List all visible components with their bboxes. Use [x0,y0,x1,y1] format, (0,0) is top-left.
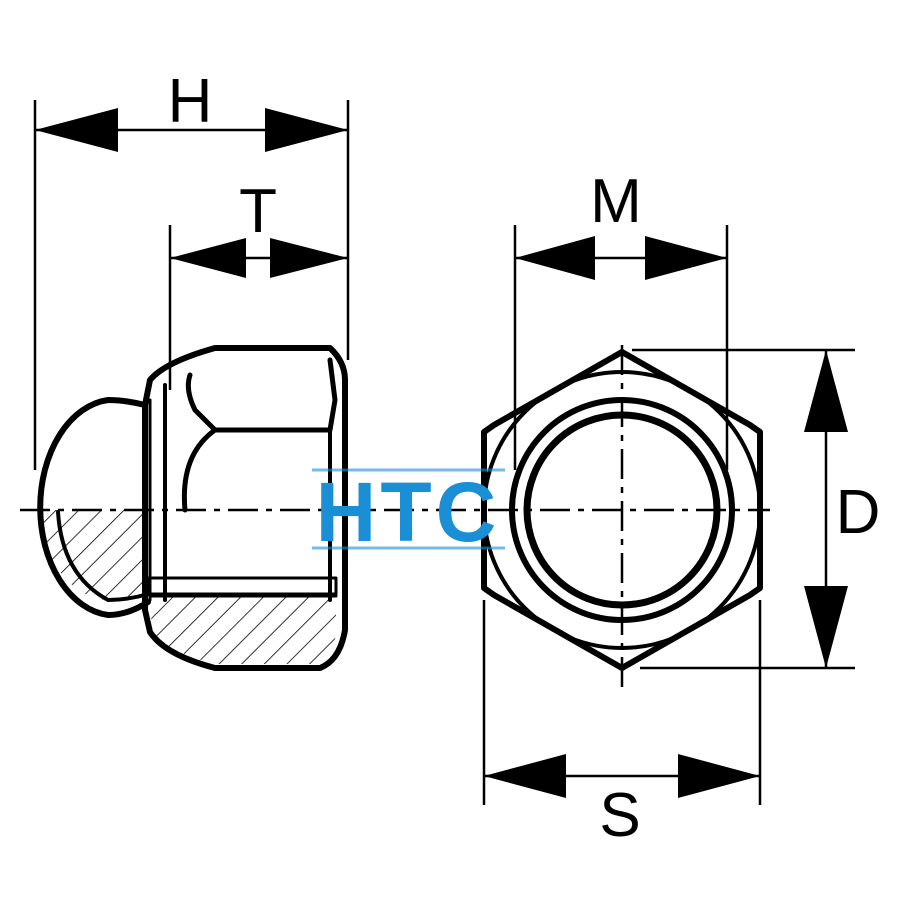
dome-inner-curve [56,510,150,602]
label-t: T [239,177,277,246]
htc-watermark-logo: HTC [312,465,505,559]
thread-section [146,576,338,596]
label-h: H [168,67,213,136]
thread-inner-circle [523,411,721,609]
chamfer-circle [482,370,762,650]
label-m: M [590,167,642,236]
dimension-d-arrow-top [804,350,848,432]
dimensions [33,100,855,805]
dimension-s-arrow-left [484,754,566,798]
label-s: S [599,781,640,850]
front-view [481,349,763,671]
dimension-d-arrow-bottom [804,586,848,668]
hexagon-outline [481,349,763,671]
dome-section-hatch [40,510,148,600]
dimension-t-arrow-right [270,238,348,278]
dimension-m-arrow-right [645,236,727,280]
hex-facet-curve [181,427,218,513]
label-d: D [836,478,881,547]
hex-facet-top [185,357,338,433]
thread-outer-circle [509,397,735,623]
hex-body-outline [142,345,348,671]
dimension-s-arrow-right [678,754,760,798]
watermark-text: HTC [316,465,501,559]
dome-outline [37,397,151,618]
body-section-hatch [150,596,336,664]
dimension-m-arrow-left [515,236,595,280]
dimension-h-arrow-left [35,108,118,152]
dimension-t-arrow-left [170,238,246,278]
dimension-h-arrow-right [265,108,348,152]
side-view [37,345,348,671]
